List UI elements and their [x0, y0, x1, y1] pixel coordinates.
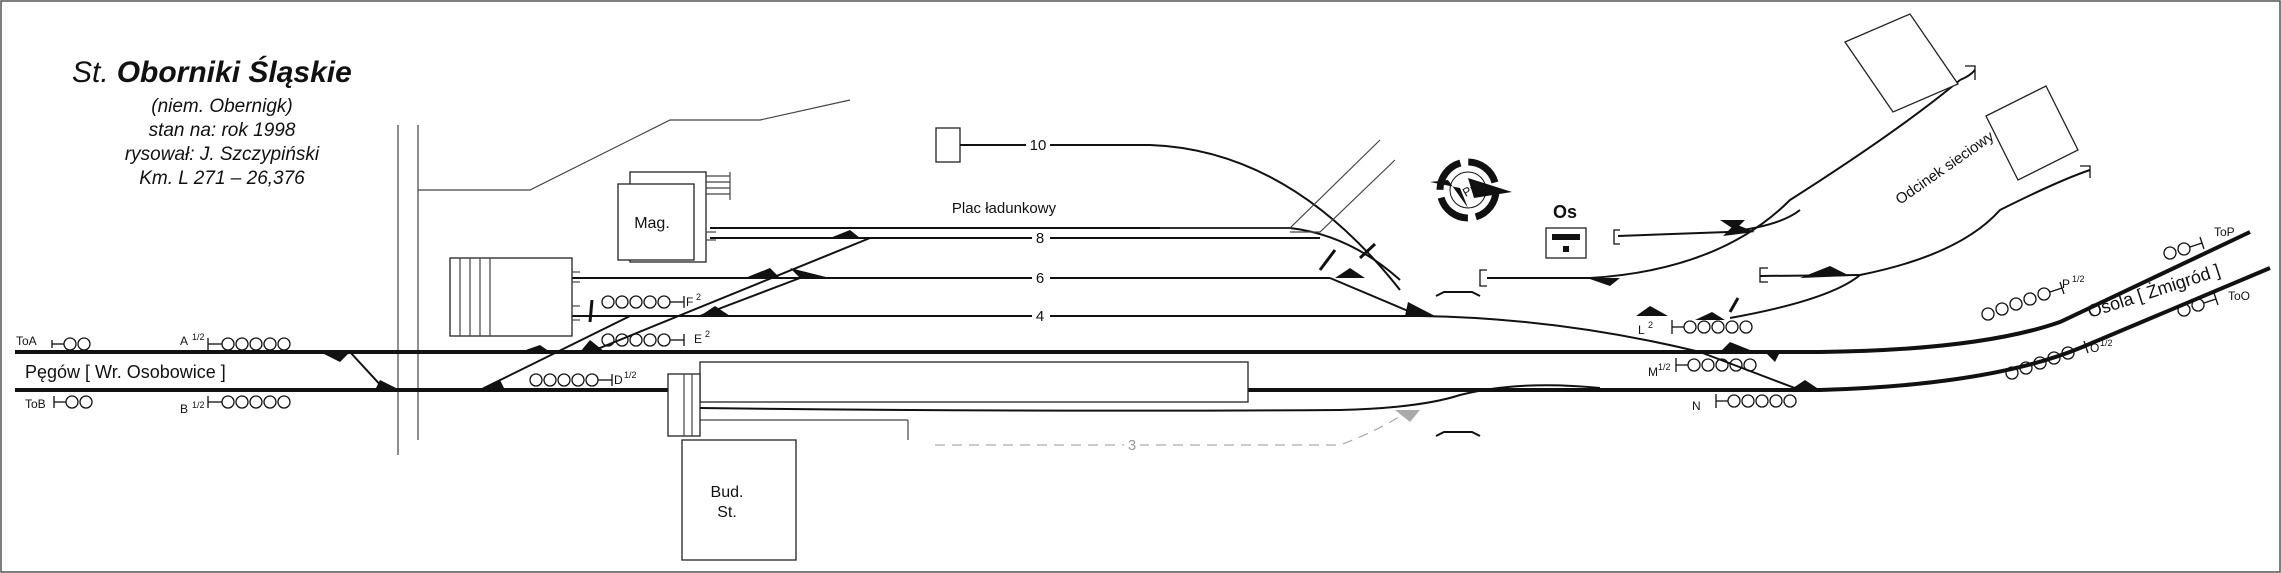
- buffer-stop: [1479, 269, 1487, 287]
- loading-ramp: [449, 257, 573, 337]
- station-building-label-1: Bud.: [711, 484, 744, 501]
- magazine-ramps: [706, 172, 731, 241]
- road-line: [1290, 159, 1396, 233]
- title: St.Oborniki Śląskie: [72, 55, 352, 89]
- platform: [699, 361, 1249, 403]
- signal-box-mark: [1563, 246, 1569, 252]
- track-8-curve: [1289, 227, 1401, 281]
- buffer-mark: [1435, 291, 1481, 297]
- turntable: Pn: [1430, 158, 1512, 222]
- signal-f-label: F: [686, 295, 693, 309]
- loading-square-label: Plac ładunkowy: [952, 200, 1057, 217]
- track-6-join: [1329, 277, 1421, 317]
- svg-text:1/2: 1/2: [1658, 362, 1671, 372]
- signal-tob-label: ToB: [25, 397, 46, 411]
- signal-o-label: O: [2090, 341, 2099, 355]
- siding-connector: [1729, 274, 1861, 319]
- siding-end: [1959, 69, 1976, 81]
- signal-toa-label: ToA: [16, 334, 37, 348]
- turntable-label: Pn: [1460, 180, 1480, 199]
- signal-a-label: A: [180, 334, 188, 348]
- buffer-stop: [1759, 267, 1768, 283]
- network-section-label: Odcinek sieciowy: [1893, 128, 1998, 209]
- svg-text:1/2: 1/2: [624, 370, 637, 380]
- svg-text:1/2: 1/2: [192, 400, 205, 410]
- svg-text:2: 2: [1648, 320, 1653, 330]
- svg-text:2: 2: [696, 292, 701, 302]
- network-building-1: [1844, 13, 1959, 113]
- track-6-label: 6: [1036, 270, 1044, 287]
- signal-d-label: D: [614, 373, 623, 387]
- signal-box-mark: [1552, 234, 1580, 240]
- subtitle-author: rysował: J. Szczypiński: [125, 144, 320, 165]
- signal-top-label: ToP: [2214, 225, 2235, 239]
- svg-text:1/2: 1/2: [2100, 338, 2113, 348]
- direction-east-label: Osola [ Żmigród ]: [2085, 260, 2222, 322]
- signal-too-label: ToO: [2228, 289, 2250, 303]
- direction-west-label: Pęgów [ Wr. Osobowice ]: [25, 362, 226, 382]
- buffer-stop-os: [1613, 229, 1620, 245]
- station-building: [681, 439, 797, 561]
- siding-os: [1617, 231, 1729, 237]
- signal-l-label: L: [1638, 323, 1645, 337]
- magazine-front: [617, 183, 695, 261]
- signal-e-label: E: [694, 332, 702, 346]
- track-4-join: [1419, 315, 1701, 353]
- magazine-label: Mag.: [634, 215, 670, 232]
- signals: ToA A 1/2 ToB B 1/2 D 1/2 E 2: [16, 225, 2250, 416]
- main-track-1-east: [1819, 230, 2251, 354]
- network-building-2: [1985, 85, 2079, 181]
- signal-b-label: B: [180, 402, 188, 416]
- main-track-2-east: [1819, 266, 2271, 392]
- buffer-block-10: [935, 127, 961, 163]
- track-4-label: 4: [1036, 308, 1044, 325]
- track-8-label: 8: [1036, 230, 1044, 247]
- buffer-stop: [2080, 165, 2091, 178]
- track-10-curve: [1149, 144, 1401, 291]
- svg-text:2: 2: [705, 329, 710, 339]
- buffer-stop: [1965, 65, 1976, 80]
- connector: [479, 315, 631, 391]
- derailers: [588, 242, 1740, 323]
- road-outline: [418, 99, 851, 191]
- connector: [589, 237, 871, 353]
- subtitle-kilometre: Km. L 271 – 26,376: [139, 168, 305, 189]
- track-3-label: 3: [1128, 437, 1136, 454]
- siding-network-curve: [1859, 169, 2091, 276]
- switch-markers: [320, 220, 1850, 422]
- station-building-label-2: St.: [717, 504, 737, 521]
- signal-p-label: P: [2062, 277, 2070, 291]
- subtitle-state-year: stan na: rok 1998: [149, 120, 296, 141]
- road-line: [1160, 139, 1381, 229]
- signal-box-label: Os: [1553, 202, 1577, 222]
- track-platform-loop: [699, 384, 1601, 412]
- buffer-mark: [1435, 431, 1481, 437]
- loading-ramp-lines: [459, 258, 580, 336]
- svg-text:1/2: 1/2: [2072, 274, 2085, 284]
- svg-text:1/2: 1/2: [192, 332, 205, 342]
- track-10-label: 10: [1030, 137, 1047, 154]
- signal-box: [1545, 227, 1587, 259]
- track-3-dashed: [935, 409, 1411, 446]
- platform-stairs-lines: [683, 374, 693, 436]
- subtitle-german-name: (niem. Obernigk): [151, 96, 293, 117]
- signal-m-label: M: [1648, 365, 1658, 379]
- siding-east-curve: [1589, 79, 1961, 279]
- signal-n-label: N: [1692, 399, 1701, 413]
